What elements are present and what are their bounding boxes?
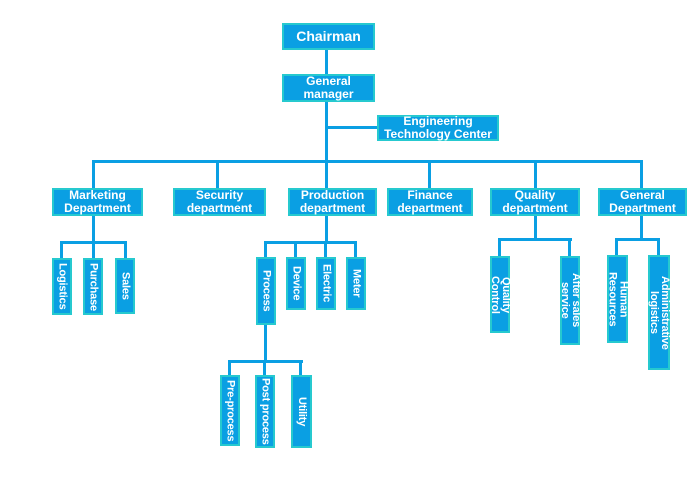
connector-line [228,360,303,363]
org-node-security-department: Security department [173,188,266,216]
org-node-electric: Electric [316,257,336,310]
connector-line [92,163,95,188]
connector-line [60,241,127,244]
org-node-logistics: Logistics [52,258,72,315]
connector-line [92,216,95,243]
org-node-quality-control: Quality Control [489,256,512,333]
connector-line [498,241,501,256]
connector-line [92,244,95,258]
connector-line [325,50,328,74]
connector-line [299,363,302,375]
connector-line [428,163,431,188]
org-node-purchase: Purchase [83,258,103,315]
org-node-after-sales-service: After sales service [559,256,582,345]
connector-line [325,102,328,188]
connector-line [534,163,537,188]
org-node-process: Process [256,257,276,325]
connector-line [60,244,63,258]
org-node-utility: Utility [291,375,312,448]
connector-line [534,216,537,240]
connector-line [264,244,267,257]
org-node-meter: Meter [346,257,366,310]
connector-line [327,126,377,129]
connector-line [216,163,219,188]
org-node-device: Device [286,257,306,310]
connector-line [498,238,572,241]
org-node-finance-department: Finance department [387,188,473,216]
org-node-production-department: Production department [288,188,377,216]
org-node-sales: Sales [115,258,135,314]
connector-line [657,241,660,255]
org-node-engineering-technology-center: Engineering Technology Center [377,114,499,141]
connector-line [264,241,357,244]
org-node-chairman: Chairman [282,23,375,50]
connector-line [264,325,267,362]
connector-line [324,244,327,257]
connector-line [92,160,643,163]
org-node-general-manager: General manager [282,74,375,102]
org-node-human-resources: Human Resources [607,255,630,343]
connector-line [263,363,266,375]
org-node-pre-process: Pre-process [220,375,240,446]
connector-line [640,163,643,188]
connector-line [294,244,297,257]
connector-line [354,244,357,257]
connector-line [325,216,328,243]
connector-line [124,244,127,258]
connector-line [615,241,618,255]
connector-line [568,241,571,256]
org-node-administrative-logistics: Administrative logistics [648,255,671,370]
connector-line [615,238,660,241]
org-node-quality-department: Quality department [490,188,580,216]
connector-line [640,216,643,240]
org-node-general-department: General Department [598,188,687,216]
org-node-marketing-department: Marketing Department [52,188,143,216]
connector-line [228,363,231,375]
org-node-post-process: Post process [255,375,275,448]
